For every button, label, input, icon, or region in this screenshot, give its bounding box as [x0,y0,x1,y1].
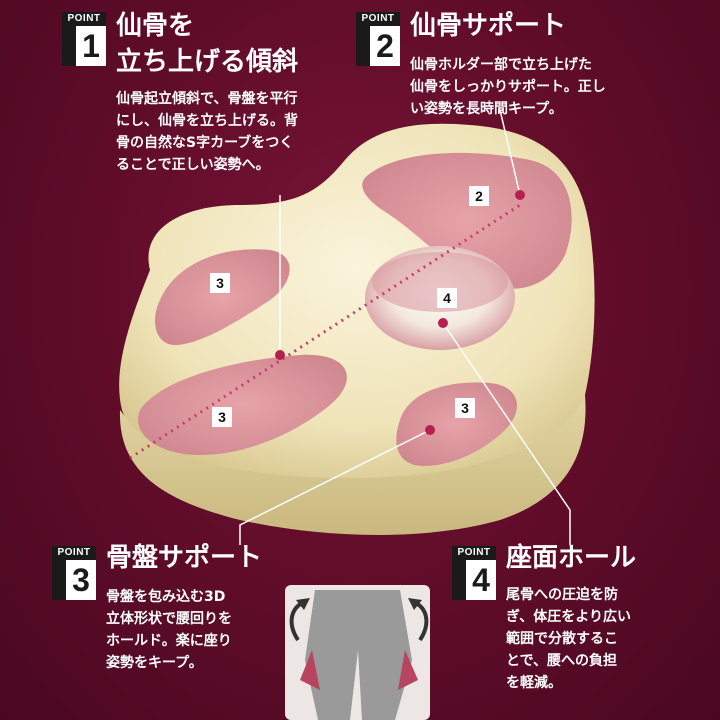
cushion-side [119,360,586,535]
pad-left-front [138,354,347,455]
point-1-badge-prefix: POINT [62,12,106,26]
point-1-desc-line: にし、仙骨を立ち上げる。背 [116,113,298,129]
point-3-title: 骨盤サポート [106,543,263,573]
point-1-desc-line: ることで正しい姿勢へ。 [116,157,270,173]
point-1-description: 仙骨起立傾斜で、骨盤を平行 にし、仙骨を立ち上げる。背 骨の自然なS字カーブをつ… [116,88,298,176]
point-2-title: 仙骨サポート [410,11,567,41]
tilt-line [129,203,521,460]
point-4-desc-line: とで、腰への負担 [506,653,618,669]
area-label-left-front: 3 [212,407,232,427]
point-1-desc-line: 骨の自然なS字カーブをつく [116,135,294,151]
point-2-desc-line: い姿勢を長時間キープ。 [410,101,563,117]
point-4-title: 座面ホール [506,543,637,573]
point-3-desc-line: 立体形状で腰回りを [106,611,232,627]
area-label-sacral: 2 [469,186,489,206]
point-3-number: 3 [66,560,96,600]
point-4-description: 尾骨への圧迫を防 ぎ、体圧をより広い 範囲で分散するこ とで、腰への負担 を軽減… [506,584,631,694]
point-4-desc-line: を軽減。 [506,675,562,691]
pad-right-front [396,382,517,466]
area-label-left-back: 3 [210,273,230,293]
point-3-badge: POINT 3 [52,546,96,602]
point-2-badge: POINT 2 [356,12,400,68]
point-1-title-line1: 仙骨を [116,11,195,41]
point-1-desc-line: 仙骨起立傾斜で、骨盤を平行 [116,91,298,107]
pad-left-back [155,249,290,345]
leader-2 [499,109,521,196]
point-3-description: 骨盤を包み込む3D 立体形状で腰回りを ホールド。楽に座り 姿勢をキープ。 [106,586,232,674]
area-label-hole: 4 [437,288,457,308]
point-1-badge: POINT 1 [62,12,106,68]
point-3-badge-prefix: POINT [52,546,96,560]
point-2-number: 2 [370,26,400,66]
point-2-description: 仙骨ホルダー部で立ち上げた 仙骨をしっかりサポート。正し い姿勢を長時間キープ。 [410,54,606,120]
point-1-title-line2: 立ち上げる傾斜 [116,47,299,77]
point-2-badge-prefix: POINT [356,12,400,26]
leader-3 [239,429,431,545]
point-2-desc-line: 仙骨ホルダー部で立ち上げた [410,57,592,73]
leader-4 [442,322,571,545]
point-2-desc-line: 仙骨をしっかりサポート。正し [410,79,606,95]
point-4-badge: POINT 4 [452,546,496,602]
point-4-badge-prefix: POINT [452,546,496,560]
point-4-desc-line: 尾骨への圧迫を防 [506,587,618,603]
point-1-number: 1 [76,26,106,66]
point-3-desc-line: 姿勢をキープ。 [106,655,203,671]
area-label-right-front: 3 [455,398,475,418]
point-3-desc-line: 骨盤を包み込む3D [106,589,226,605]
point-4-desc-line: 範囲で分散するこ [506,631,618,647]
point-4-desc-line: ぎ、体圧をより広い [506,609,632,625]
point-4-number: 4 [466,560,496,600]
point-3-desc-line: ホールド。楽に座り [106,633,232,649]
pad-sacral [362,152,572,289]
